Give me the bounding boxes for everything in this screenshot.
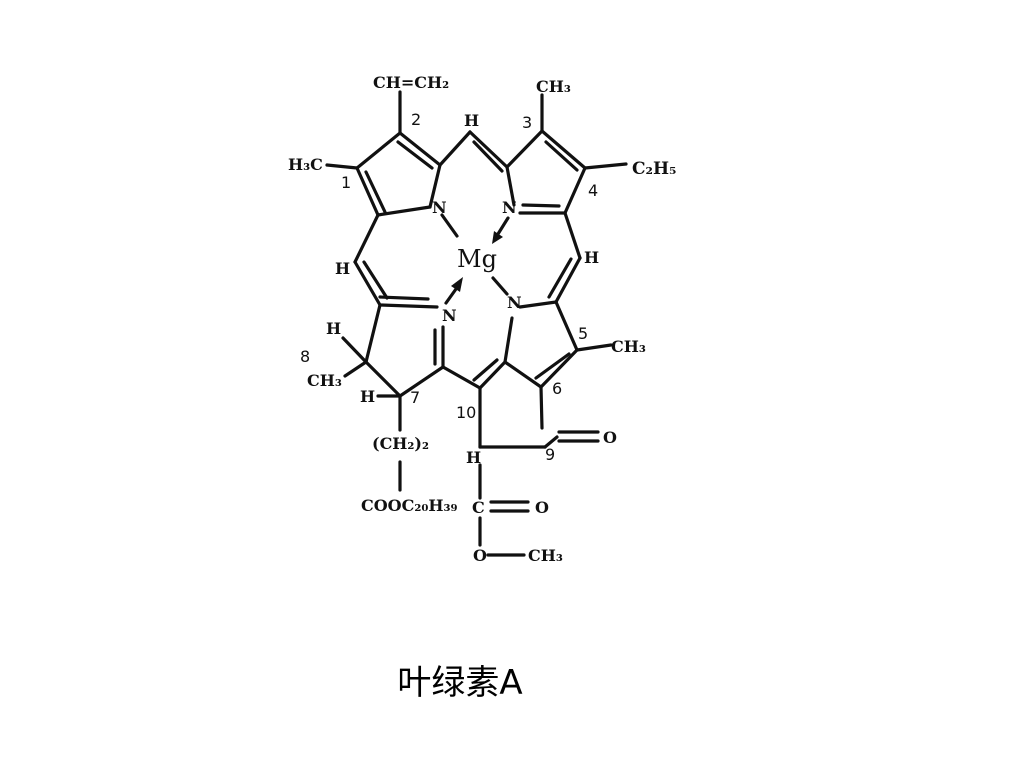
methyl-right-label: CH₃ (611, 337, 646, 356)
position-number-10: 10 (456, 403, 476, 422)
bonds (325, 90, 628, 557)
position-number-8: 8 (300, 347, 310, 366)
ch2-chain-label: (CH₂)₂ (372, 434, 429, 453)
h-left-label: H (335, 259, 350, 278)
caption-title: 叶绿素A (397, 663, 523, 703)
h-8-label: H (326, 319, 341, 338)
n2-label: N (502, 198, 517, 217)
atom-labels: CH=CH₂ CH₃ H₃C C₂H₅ CH₃ CH₃ H H H H H H … (288, 73, 676, 565)
ester-phytyl-label: COOC₂₀H₃₉ (361, 496, 458, 515)
position-number-9: 9 (545, 445, 555, 464)
position-number-1: 1 (341, 173, 351, 192)
position-number-4: 4 (588, 181, 598, 200)
keto-o-label: O (603, 428, 617, 447)
ester-o-single-label: O (473, 546, 487, 565)
position-number-6: 6 (552, 379, 562, 398)
vinyl-label: CH=CH₂ (373, 73, 449, 92)
ester-methyl-label: CH₃ (528, 546, 563, 565)
n1-label: N (432, 198, 447, 217)
methyl-top-label: CH₃ (536, 77, 571, 96)
h-right-label: H (584, 248, 599, 267)
methyl-left-label: H₃C (288, 155, 323, 174)
position-number-2: 2 (411, 110, 421, 129)
position-number-3: 3 (522, 113, 532, 132)
position-numbers: 1 2 3 4 5 6 7 8 9 10 (300, 110, 598, 464)
position-number-7: 7 (410, 388, 420, 407)
n4-label: N (442, 306, 457, 325)
n3-label: N (507, 293, 522, 312)
ethyl-label: C₂H₅ (632, 159, 676, 179)
h-10-label: H (466, 448, 481, 467)
methyl-8-label: CH₃ (307, 371, 342, 390)
h-top-label: H (464, 111, 479, 130)
ester-o-double-label: O (535, 498, 549, 517)
position-number-5: 5 (578, 324, 588, 343)
mg-label: Mg (457, 245, 497, 273)
coordinate-arrows (444, 216, 510, 305)
h-7-label: H (360, 387, 375, 406)
ester-c-label: C (472, 498, 485, 517)
